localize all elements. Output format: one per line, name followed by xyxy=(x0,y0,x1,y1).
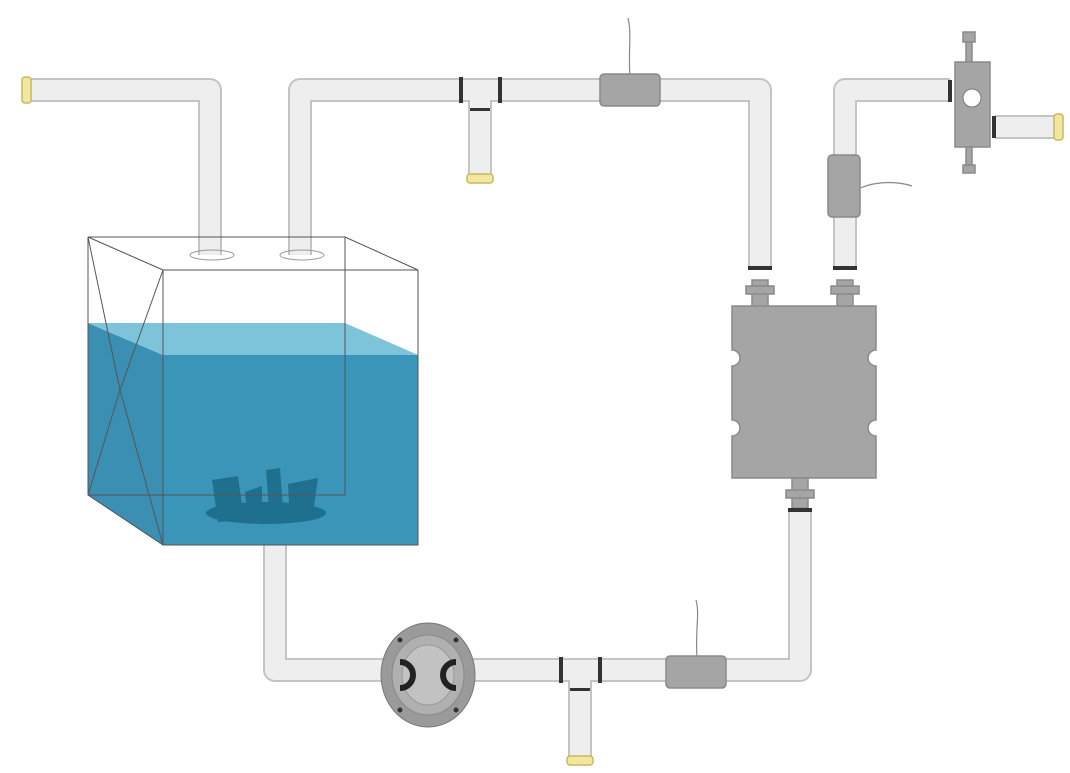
end-cap xyxy=(466,173,494,184)
clamp xyxy=(459,77,463,103)
pump xyxy=(380,622,476,728)
tank-port xyxy=(189,249,235,261)
flow-sensor-top xyxy=(599,17,661,107)
water-tank xyxy=(87,236,419,546)
tank-port xyxy=(279,249,325,261)
clamp xyxy=(498,77,502,103)
pipe-outlet-right xyxy=(833,78,1055,268)
valve xyxy=(948,31,996,174)
water-side xyxy=(88,323,163,545)
pipe-vent xyxy=(30,78,222,255)
pipe-bottom-loop xyxy=(263,510,812,758)
water-surface xyxy=(88,323,418,355)
end-cap xyxy=(21,76,32,104)
end-cap xyxy=(1053,113,1064,141)
clamp xyxy=(570,688,590,691)
filter-housing xyxy=(731,266,877,512)
flow-sensor-bottom xyxy=(665,599,727,689)
pipe-return-top xyxy=(288,78,772,268)
flow-sensor-right xyxy=(827,154,913,218)
end-cap xyxy=(566,755,594,766)
clamp xyxy=(598,657,602,683)
clamp xyxy=(470,108,490,111)
clamp xyxy=(559,657,563,683)
